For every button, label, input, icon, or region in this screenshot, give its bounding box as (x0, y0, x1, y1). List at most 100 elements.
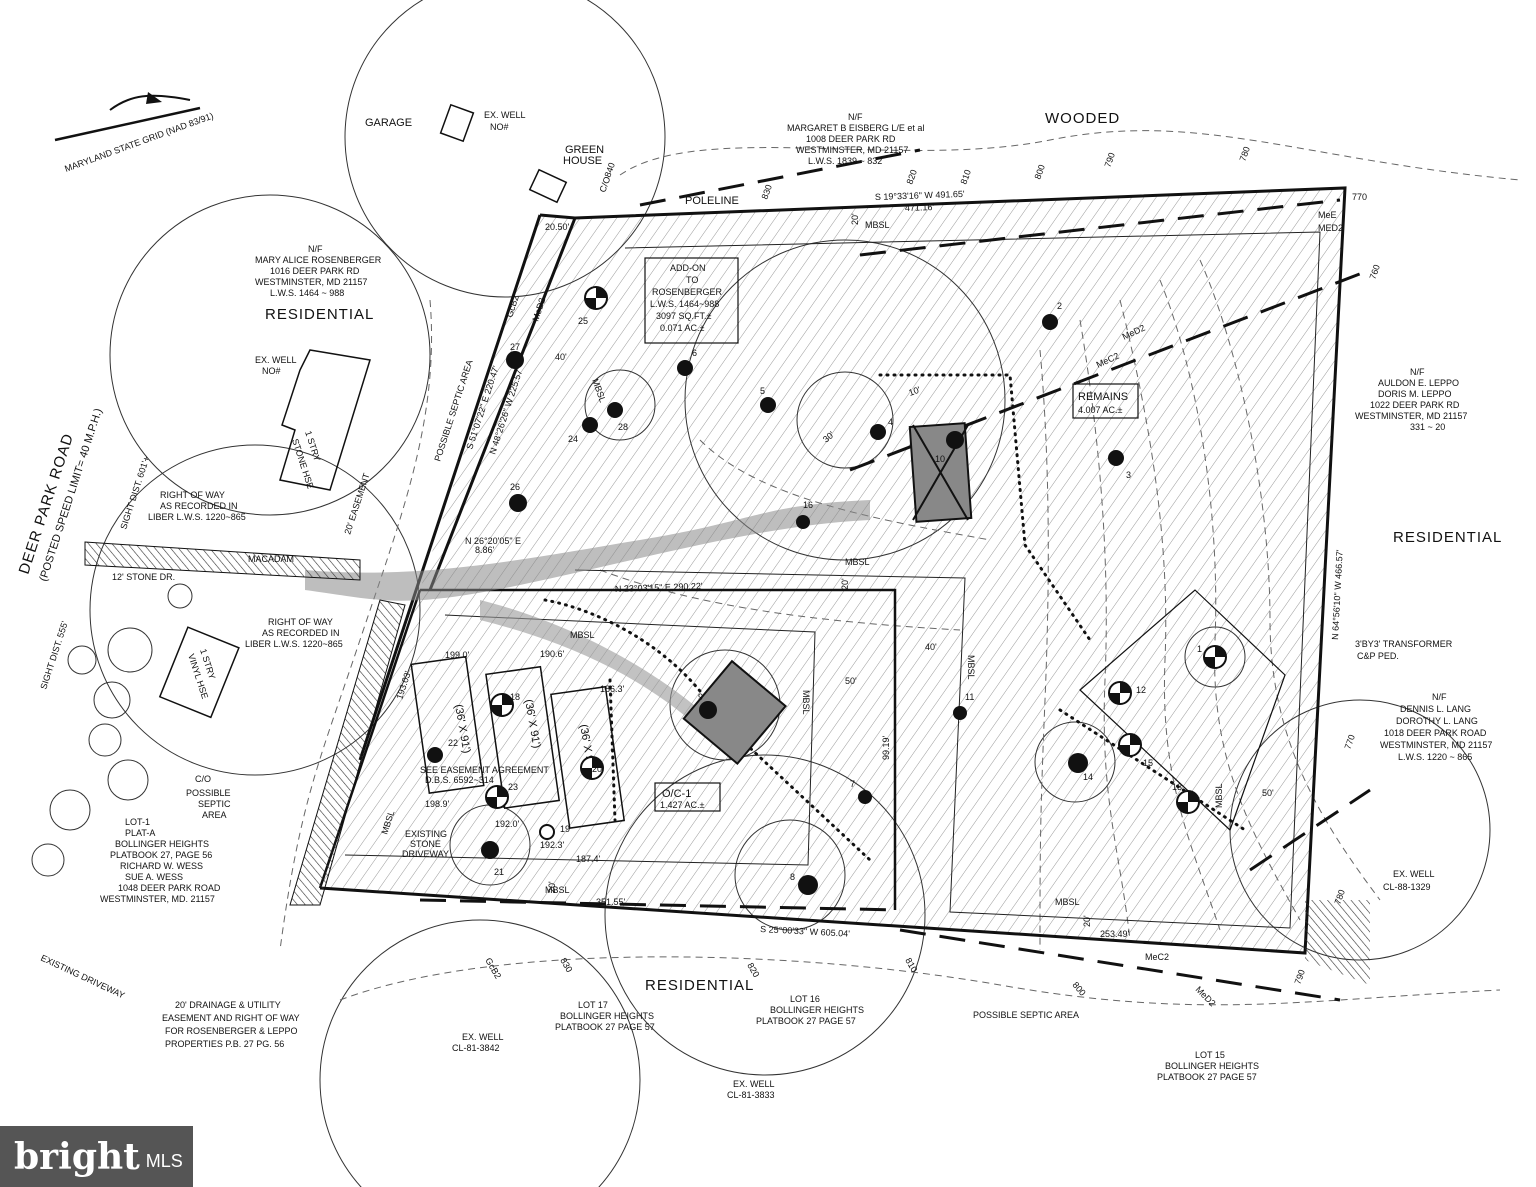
svg-text:28: 28 (618, 422, 628, 432)
svg-text:24: 24 (568, 434, 578, 444)
svg-text:50': 50' (845, 676, 857, 686)
svg-text:25: 25 (578, 316, 588, 326)
ex-well-b2-no: CL-81-3833 (727, 1090, 775, 1100)
svg-text:LOT 17: LOT 17 (578, 1000, 608, 1010)
mbsl-7: MBSL (1214, 783, 1224, 808)
tree-6: 6 (677, 348, 697, 376)
svg-text:ROSENBERGER: ROSENBERGER (652, 287, 723, 297)
tree-10: 10 (935, 431, 964, 464)
svg-text:BOLLINGER HEIGHTS: BOLLINGER HEIGHTS (560, 1011, 654, 1021)
possible-septic-3: SEPTIC (198, 799, 231, 809)
tree-1: 1 (1197, 644, 1227, 669)
tree-21: 21 (481, 841, 504, 877)
stone-dr: 12' STONE DR. (112, 572, 175, 582)
svg-text:MARGARET B EISBERG L/E et al: MARGARET B EISBERG L/E et al (787, 123, 924, 133)
ex-well-top: EX. WELL (484, 110, 526, 120)
ex-well-left: EX. WELL (255, 355, 297, 365)
existing-stone-2: STONE (410, 839, 441, 849)
svg-text:19: 19 (560, 824, 570, 834)
svg-text:10: 10 (935, 454, 945, 464)
tree-28: 28 (607, 402, 628, 432)
tree-19: 19 (539, 824, 570, 840)
svg-text:199.0': 199.0' (445, 650, 470, 660)
svg-text:L.W.S. 1464 ~ 988: L.W.S. 1464 ~ 988 (270, 288, 344, 298)
svg-text:8.86': 8.86' (475, 545, 495, 555)
svg-text:9: 9 (698, 692, 703, 702)
wooded-label: WOODED (1045, 110, 1120, 127)
co-possible: C/O (195, 774, 211, 784)
no-left: NO# (262, 366, 281, 376)
tree-16: 16 (796, 500, 813, 529)
svg-text:1018 DEER PARK ROAD: 1018 DEER PARK ROAD (1384, 728, 1487, 738)
green-house (528, 168, 568, 204)
tree-8: 8 (790, 872, 818, 895)
svg-text:S 19°33'16" W 491.65': S 19°33'16" W 491.65' (875, 189, 965, 202)
svg-text:0.071 AC.±: 0.071 AC.± (660, 323, 705, 333)
tree-25: 25 (578, 286, 608, 326)
svg-text:253.49': 253.49' (1100, 929, 1130, 939)
row1-c: LIBER L.W.S. 1220~865 (148, 512, 246, 522)
tree-2: 2 (1042, 301, 1062, 330)
svg-text:10': 10' (907, 384, 922, 398)
svg-text:DENNIS L. LANG: DENNIS L. LANG (1400, 704, 1471, 714)
tree-20: 20 (580, 756, 604, 780)
med2-label-1: MED2 (1318, 223, 1343, 233)
svg-text:LOT 16: LOT 16 (790, 994, 820, 1004)
mbsl-3: MBSL (1055, 897, 1080, 907)
svg-text:WESTMINSTER, MD 21157: WESTMINSTER, MD 21157 (255, 277, 367, 287)
svg-text:800: 800 (1032, 163, 1047, 181)
green-label-1: GREEN (565, 144, 604, 156)
tree-23: 23 (485, 782, 518, 809)
shared-driveway (305, 500, 870, 601)
svg-text:22: 22 (448, 738, 458, 748)
svg-text:471.16': 471.16' (905, 202, 935, 213)
oc-house (682, 659, 788, 766)
svg-text:20': 20' (547, 881, 557, 893)
svg-text:WESTMINSTER, MD 21157: WESTMINSTER, MD 21157 (1355, 411, 1467, 421)
mee-label: MeE (1318, 210, 1337, 220)
owner-lot1: LOT-1 PLAT-A BOLLINGER HEIGHTS PLATBOOK … (100, 817, 221, 904)
contour-labels: 840 830 820 810 800 790 780 770 760 770 … (558, 145, 1382, 998)
ex-well-right-no: CL-88-1329 (1383, 882, 1431, 892)
residential-left: RESIDENTIAL (265, 306, 374, 323)
svg-text:ADD-ON: ADD-ON (670, 263, 706, 273)
svg-text:N 23°03'15" E 290.22': N 23°03'15" E 290.22' (615, 581, 703, 594)
svg-text:11: 11 (965, 692, 974, 702)
no-top: NO# (490, 122, 509, 132)
svg-text:13: 13 (1172, 782, 1182, 792)
owner-lot16: LOT 16 BOLLINGER HEIGHTS PLATBOOK 27 PAG… (756, 994, 864, 1026)
tree-3: 3 (1108, 450, 1131, 480)
watermark-suffix: MLS (145, 1151, 183, 1171)
drainage-2: EASEMENT AND RIGHT OF WAY (162, 1013, 300, 1023)
tree-26: 26 (509, 482, 527, 512)
svg-text:8: 8 (790, 872, 795, 882)
tree-24: 24 (568, 417, 598, 444)
svg-text:PLATBOOK 27, PAGE 56: PLATBOOK 27, PAGE 56 (110, 850, 212, 860)
svg-text:4: 4 (888, 417, 893, 427)
tree-14: 14 (1068, 753, 1093, 782)
svg-text:PLAT-A: PLAT-A (125, 828, 155, 838)
svg-text:99.19': 99.19' (881, 735, 891, 760)
barn-1 (410, 655, 485, 794)
svg-text:192.3': 192.3' (540, 840, 565, 850)
svg-text:LOT 15: LOT 15 (1195, 1050, 1225, 1060)
svg-text:18: 18 (510, 692, 520, 702)
tree-27: 27 (506, 342, 524, 369)
residential-bottom: RESIDENTIAL (645, 977, 754, 994)
mbsl-6: MBSL (801, 690, 811, 715)
owner-right-top: N/F AULDON E. LEPPO DORIS M. LEPPO 1022 … (1355, 367, 1467, 432)
grid-label: MARYLAND STATE GRID (NAD 83/91) (63, 111, 214, 174)
tree-canopy-cluster (31, 583, 193, 877)
svg-text:190.6': 190.6' (540, 649, 565, 659)
svg-text:SUE A. WESS: SUE A. WESS (125, 872, 183, 882)
green-label-2: HOUSE (563, 155, 602, 167)
svg-text:6: 6 (692, 348, 697, 358)
tree-9: 9 (698, 692, 717, 719)
svg-text:187.4': 187.4' (576, 854, 601, 864)
svg-text:N/F: N/F (1410, 367, 1425, 377)
svg-text:WESTMINSTER, MD 21157: WESTMINSTER, MD 21157 (1380, 740, 1492, 750)
svg-text:770: 770 (1342, 733, 1357, 751)
ex-well-b1: EX. WELL (462, 1032, 504, 1042)
drainage-3: FOR ROSENBERGER & LEPPO (165, 1026, 298, 1036)
